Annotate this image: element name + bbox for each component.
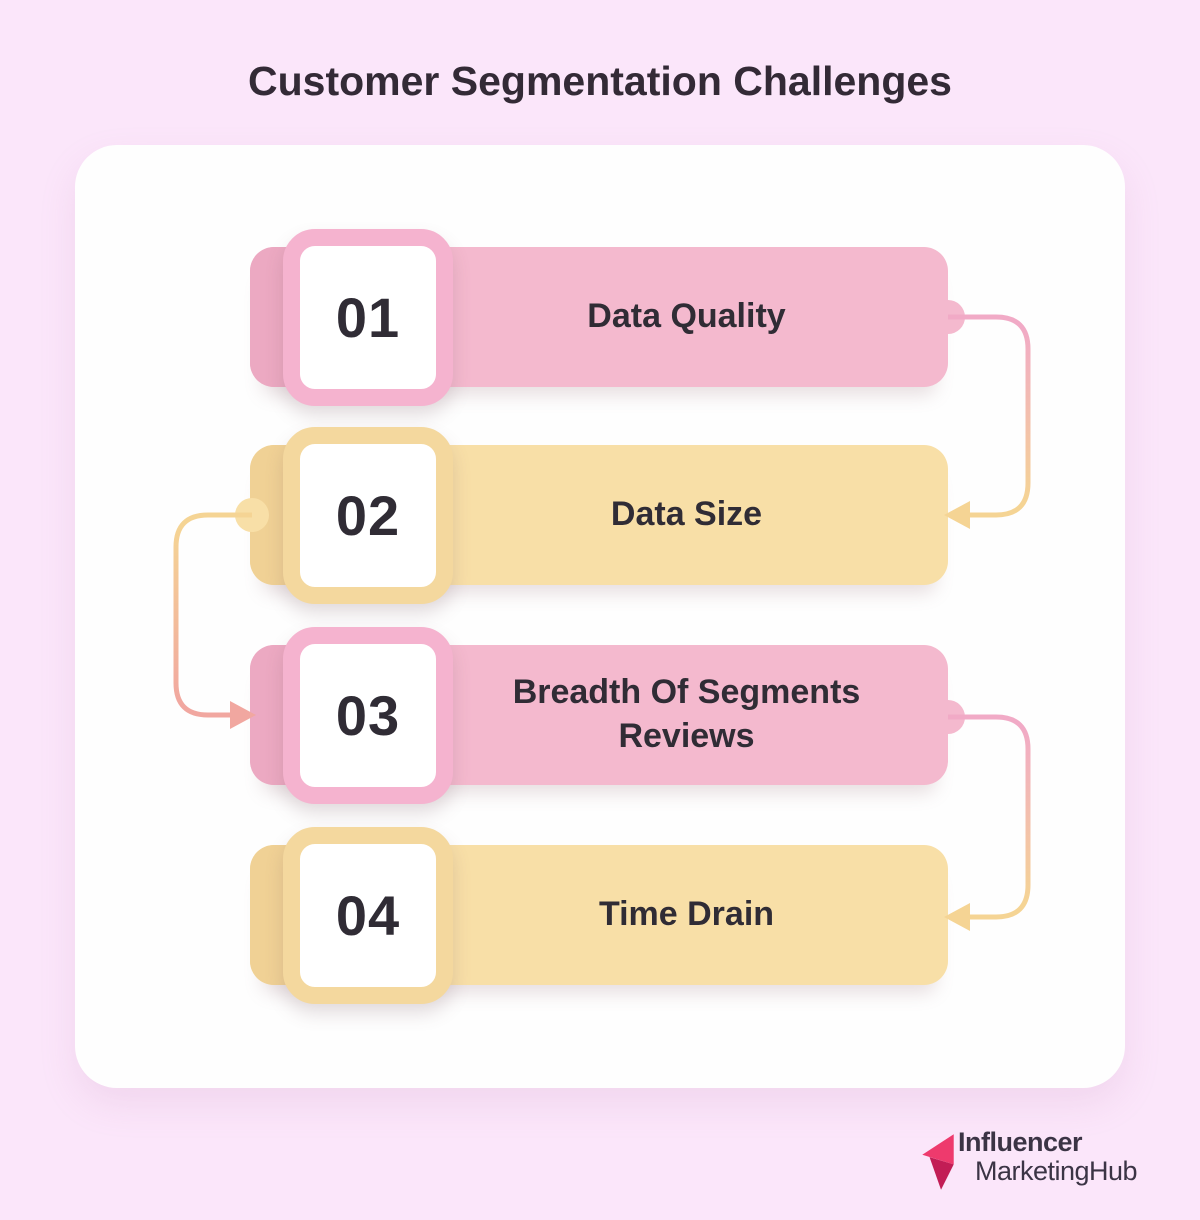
- item-1-number-box: 01: [283, 229, 453, 406]
- item-4-number: 04: [335, 884, 401, 947]
- item-1-label: Data Quality: [587, 297, 786, 336]
- challenge-item-2: Data Size 02: [250, 427, 948, 604]
- item-1-number: 01: [335, 286, 401, 349]
- challenge-item-1: Data Quality 01: [250, 229, 948, 406]
- item-2-number-box: 02: [283, 427, 453, 604]
- logo-text-line1: Influencer: [958, 1127, 1083, 1157]
- page-title: Customer Segmentation Challenges: [248, 58, 952, 104]
- item-3-number: 03: [335, 684, 401, 747]
- item-3-number-box: 03: [283, 627, 453, 804]
- item-2-number: 02: [335, 484, 401, 547]
- item-3-label: Breadth Of Segments Reviews: [512, 673, 861, 755]
- item-4-number-box: 04: [283, 827, 453, 1004]
- logo-text: Influencer MarketingHub: [958, 1127, 1138, 1186]
- influencer-marketinghub-logo: Influencer MarketingHub: [921, 1127, 1138, 1191]
- challenge-item-4: Time Drain 04: [250, 827, 948, 1004]
- logo-arrow-icon: [922, 1134, 954, 1190]
- item-2-label: Data Size: [610, 495, 763, 534]
- item-4-label: Time Drain: [598, 895, 775, 934]
- challenge-item-3: Breadth Of Segments Reviews 03: [250, 627, 948, 804]
- logo-text-line2: MarketingHub: [975, 1156, 1138, 1186]
